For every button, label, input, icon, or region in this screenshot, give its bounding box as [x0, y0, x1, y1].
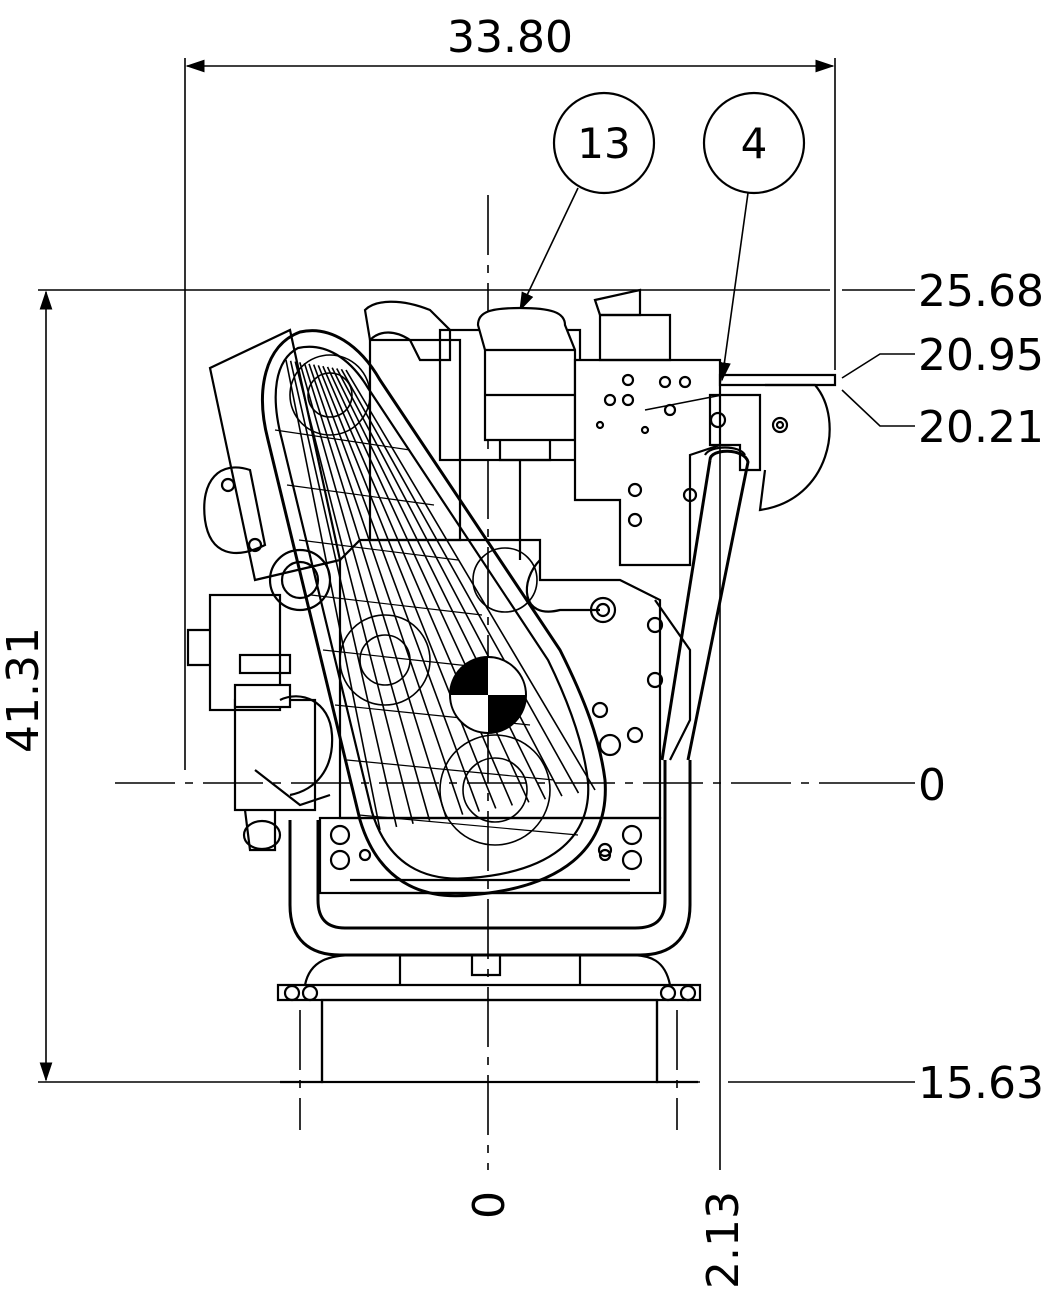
grille-bar — [312, 364, 480, 812]
grille-bar — [317, 365, 497, 809]
center-of-gravity-symbol — [449, 656, 527, 734]
grille-cross-bar — [358, 814, 579, 836]
grille-bar — [340, 368, 580, 794]
ordinate-0-vertical: 0 — [464, 1191, 515, 1219]
engine-body — [186, 288, 837, 1084]
grille-bar — [285, 359, 381, 831]
grille-cross-bar — [310, 594, 483, 616]
width-dimension-label: 33.80 — [447, 12, 573, 63]
ordinate-20-21: 20.21 — [918, 402, 1044, 453]
ordinate-25-68: 25.68 — [918, 266, 1044, 317]
grille-cross-bar — [346, 759, 555, 781]
grille-bar — [299, 362, 431, 821]
balloon-4-label: 4 — [741, 119, 768, 168]
grille-bar — [294, 361, 414, 825]
bottom-ordinate-dimensions: 0 2.13 — [464, 380, 749, 1289]
height-dimension: 41.31 — [0, 289, 830, 1083]
grille-bar — [331, 367, 547, 800]
pulleys — [289, 354, 551, 846]
grille-cross-bar — [286, 484, 435, 506]
ordinate-20-95: 20.95 — [918, 330, 1044, 381]
width-dimension: 33.80 — [184, 12, 836, 770]
height-dimension-label: 41.31 — [0, 627, 49, 753]
ordinate-15-63: 15.63 — [918, 1058, 1044, 1109]
ordinate-2-13: 2.13 — [698, 1191, 749, 1289]
grille-bar — [289, 360, 398, 828]
grille-cross-bar — [274, 429, 411, 451]
balloon-13: 13 — [519, 91, 656, 312]
grille-cross-bar — [298, 539, 459, 561]
ordinate-0-horizontal: 0 — [918, 760, 946, 811]
grille-bar — [345, 369, 596, 791]
grille-bar — [303, 362, 447, 818]
belt-guard — [261, 329, 607, 898]
ordinate-dimensions: 25.68 20.95 20.21 0 15.63 — [728, 266, 1044, 1109]
balloon-13-label: 13 — [577, 119, 630, 168]
balloon-4: 4 — [702, 91, 806, 382]
